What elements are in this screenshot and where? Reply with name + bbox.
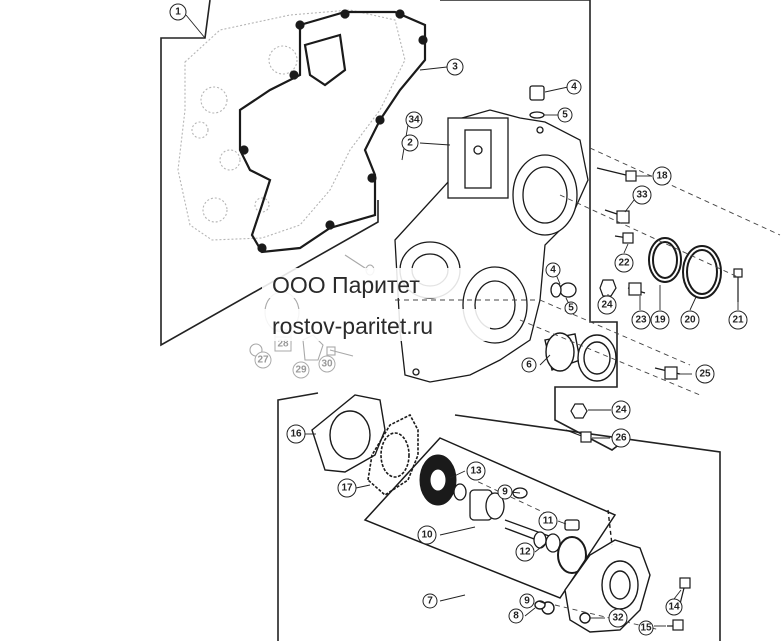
callout-7-label: 7 — [427, 596, 433, 607]
callout-28-label: 28 — [277, 339, 289, 350]
callout-4-top-label: 4 — [571, 82, 577, 93]
callout-13-label: 13 — [470, 466, 482, 477]
callout-9-mid-label: 9 — [502, 487, 508, 498]
callout-17: 17 — [337, 478, 357, 498]
callout-8: 8 — [508, 608, 524, 624]
callout-15: 15 — [638, 620, 654, 636]
ghost-cover-plate — [177, 9, 406, 241]
callout-33: 33 — [632, 185, 652, 205]
impeller-13 — [419, 454, 457, 506]
callout-10-label: 10 — [421, 530, 433, 541]
callout-15-label: 15 — [640, 623, 652, 634]
callout-25-label: 25 — [699, 369, 711, 380]
callout-24-upper: 24 — [597, 295, 617, 315]
callout-22-label: 22 — [618, 258, 630, 269]
callout-12-label: 12 — [519, 547, 531, 558]
callout-25: 25 — [695, 364, 715, 384]
callout-29: 29 — [292, 361, 310, 379]
gasket-3 — [238, 9, 428, 254]
seal-rings-19-20 — [648, 237, 722, 299]
watermark: ООО Паритет rostov-paritet.ru — [262, 268, 490, 341]
callout-14-label: 14 — [668, 602, 680, 613]
callout-29-label: 29 — [295, 365, 307, 376]
callout-30: 30 — [318, 355, 336, 373]
callout-5-top-label: 5 — [562, 110, 568, 121]
callout-20-label: 20 — [684, 315, 696, 326]
callout-18: 18 — [652, 166, 672, 186]
callout-9-low-label: 9 — [524, 596, 530, 607]
callout-4-top: 4 — [566, 79, 582, 95]
callout-11: 11 — [538, 511, 558, 531]
callout-24-lower: 24 — [611, 400, 631, 420]
callout-11-label: 11 — [543, 516, 554, 527]
callout-30-label: 30 — [321, 359, 333, 370]
callout-32: 32 — [608, 608, 628, 628]
callout-34-label: 34 — [408, 115, 420, 126]
callout-17-label: 17 — [341, 483, 353, 494]
section-frames — [160, 0, 721, 641]
callout-18-label: 18 — [656, 171, 668, 182]
callout-14: 14 — [665, 598, 683, 616]
front-seal-6 — [544, 332, 617, 382]
callout-4-mid-label: 4 — [550, 265, 556, 276]
callout-16-label: 16 — [290, 429, 302, 440]
callout-8-label: 8 — [513, 611, 519, 622]
pump-shaft — [453, 483, 587, 574]
callout-32-label: 32 — [612, 613, 624, 624]
callout-27: 27 — [254, 351, 272, 369]
pump-gasket-17 — [367, 413, 419, 497]
callout-2-label: 2 — [407, 138, 413, 149]
callout-10: 10 — [417, 525, 437, 545]
callout-27-label: 27 — [257, 355, 269, 366]
callout-1-label: 1 — [175, 7, 181, 18]
callout-6-label: 6 — [526, 360, 532, 371]
callout-19-label: 19 — [654, 315, 666, 326]
callout-24-lower-label: 24 — [615, 405, 627, 416]
pump-body-7 — [534, 509, 651, 633]
callout-13: 13 — [466, 461, 486, 481]
callout-2: 2 — [401, 134, 419, 152]
callout-16: 16 — [286, 424, 306, 444]
callout-5-top: 5 — [557, 107, 573, 123]
callout-26: 26 — [611, 428, 631, 448]
callout-21-label: 21 — [732, 315, 744, 326]
callout-20: 20 — [680, 310, 700, 330]
callout-markers: 1 2 3 34 4 5 18 33 22 24 19 20 21 23 4 5… — [169, 3, 748, 636]
callout-22: 22 — [614, 253, 634, 273]
callout-4-mid: 4 — [545, 262, 561, 278]
callout-6: 6 — [521, 357, 537, 373]
alignment-lines — [395, 147, 781, 631]
callout-23-label: 23 — [635, 315, 647, 326]
callout-34: 34 — [405, 111, 423, 129]
callout-23: 23 — [631, 310, 651, 330]
callout-5-mid-label: 5 — [568, 303, 574, 314]
watermark-website: rostov-paritet.ru — [272, 313, 433, 339]
callout-7: 7 — [422, 593, 438, 609]
callout-9-mid: 9 — [497, 484, 513, 500]
callout-19: 19 — [650, 310, 670, 330]
callout-21: 21 — [728, 310, 748, 330]
callout-3: 3 — [446, 58, 464, 76]
bolts-right — [565, 167, 743, 443]
callout-9-low: 9 — [519, 593, 535, 609]
callout-26-label: 26 — [615, 433, 627, 444]
callout-24-upper-label: 24 — [601, 300, 613, 311]
callout-1: 1 — [169, 3, 187, 21]
leader-lines — [185, 14, 739, 627]
callout-3-label: 3 — [452, 62, 458, 73]
callout-12: 12 — [515, 542, 535, 562]
watermark-company: ООО Паритет — [272, 272, 420, 298]
pump-subassembly-frame — [363, 437, 617, 599]
pump-cover-plate-16 — [311, 394, 386, 473]
callout-33-label: 33 — [636, 190, 648, 201]
callout-5-mid: 5 — [564, 301, 578, 315]
